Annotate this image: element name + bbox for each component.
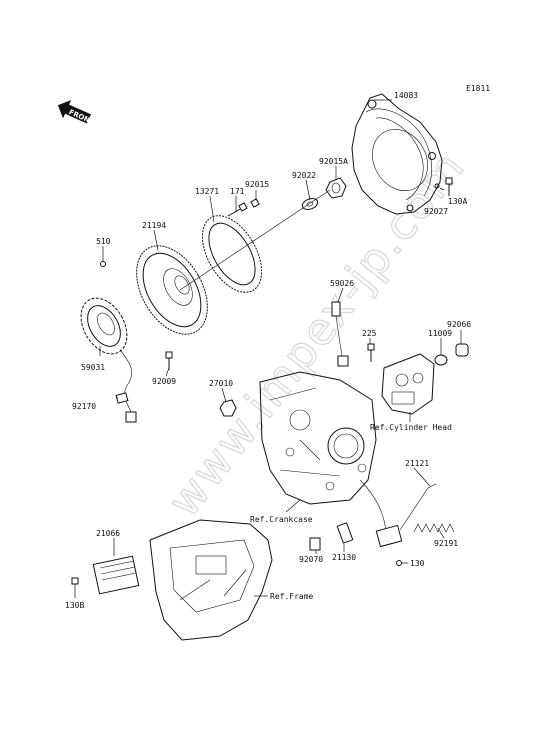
bolt-92009-part	[165, 351, 173, 370]
label-ref-crankcase: Ref.Crankcase	[250, 515, 313, 524]
label-ref-cylinder-head: Ref.Cylinder Head	[370, 423, 452, 432]
label-130: 130	[410, 559, 425, 568]
nut-92015-part	[250, 198, 260, 208]
diagram-code: E1811	[466, 84, 490, 93]
label-510: 510	[96, 237, 111, 246]
plug-27010-part	[219, 399, 237, 417]
cylinder-head-ref-part	[381, 353, 435, 415]
label-59031: 59031	[81, 363, 105, 372]
label-130b: 130B	[65, 601, 84, 610]
label-11009: 11009	[428, 329, 452, 338]
label-21130: 21130	[332, 553, 356, 562]
leader-lines	[74, 99, 462, 598]
part-92070	[309, 537, 321, 551]
rectifier-21121-part	[359, 479, 437, 548]
spring-92191-part	[413, 523, 455, 533]
starter-gear-13271-part	[201, 215, 263, 293]
washer-92022-part	[301, 198, 319, 210]
label-92015: 92015	[245, 180, 269, 189]
label-27010: 27010	[209, 379, 233, 388]
cap-92066-part	[455, 343, 469, 357]
label-21194: 21194	[142, 221, 166, 230]
label-92191: 92191	[434, 539, 458, 548]
label-92027: 92027	[424, 207, 448, 216]
bolt-130-part	[396, 560, 402, 566]
label-225: 225	[362, 329, 377, 338]
label-21066: 21066	[96, 529, 120, 538]
sensor-21130-part	[336, 522, 354, 544]
label-171: 171	[230, 187, 245, 196]
label-21121: 21121	[405, 459, 429, 468]
label-92170: 92170	[72, 402, 96, 411]
frame-ref-part	[149, 519, 273, 641]
bolt-171-part	[227, 202, 248, 217]
bolt-510-part	[100, 261, 106, 267]
stator-59031-part	[80, 297, 137, 423]
bolt-130b-part	[71, 577, 79, 585]
bolt-225-part	[367, 343, 375, 362]
label-92066: 92066	[447, 320, 471, 329]
label-13271: 13271	[195, 187, 219, 196]
label-14083: 14083	[394, 91, 418, 100]
generator-cover-part	[351, 93, 443, 215]
flywheel-21194-part	[136, 245, 208, 335]
label-59026: 59026	[330, 279, 354, 288]
label-92015a: 92015A	[319, 157, 348, 166]
nut-92015a-part	[325, 177, 347, 199]
label-92022: 92022	[292, 171, 316, 180]
sensor-59026-part	[331, 301, 349, 367]
front-arrow-icon: FRONT	[57, 100, 95, 126]
regulator-21066-part	[92, 555, 140, 595]
crankcase-ref-part	[259, 371, 377, 505]
label-ref-frame: Ref.Frame	[270, 592, 314, 601]
label-130a: 130A	[448, 197, 467, 206]
label-92070: 92070	[299, 555, 323, 564]
clamp-92170-part	[115, 392, 129, 404]
oring-11009-part	[434, 354, 448, 366]
label-92009: 92009	[152, 377, 176, 386]
bolt-130a-part	[434, 177, 453, 196]
